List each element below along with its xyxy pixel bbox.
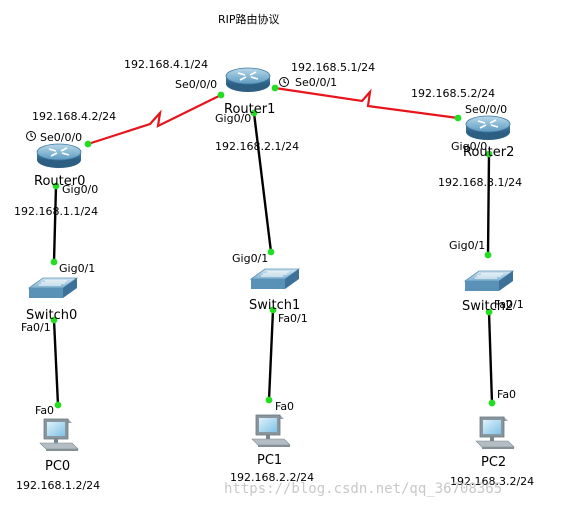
- port-dots: [50, 84, 496, 409]
- router2-gig-ip-label: 192.168.3.1/24: [438, 176, 522, 189]
- eth-link-router2-switch2: [486, 153, 491, 256]
- switch0-name-label: Switch0: [26, 308, 77, 323]
- router2-gig-port-label: Gig0/0: [451, 140, 487, 153]
- router1-se0-ip-label: 192.168.4.1/24: [124, 58, 208, 71]
- port-dot: [52, 182, 60, 190]
- pc1-ip-label: 192.168.2.2/24: [230, 471, 314, 484]
- clock-icon: [26, 131, 36, 141]
- pc0-ip-label: 192.168.1.2/24: [16, 479, 100, 492]
- pc0-name-label: PC0: [45, 459, 70, 474]
- clock-icon: [279, 77, 289, 87]
- switch1-name-label: Switch1: [249, 298, 300, 313]
- router0-se-ip-label: 192.168.4.2/24: [32, 110, 116, 123]
- router1-gig-ip-label: 192.168.2.1/24: [215, 140, 299, 153]
- router2-name-label: Router2: [463, 145, 514, 160]
- pc2-icon[interactable]: [475, 416, 515, 450]
- router1-se0-port-label: Se0/0/0: [175, 78, 217, 91]
- port-dot: [488, 399, 496, 407]
- eth-link-router0-switch0: [52, 185, 58, 263]
- router1-se1-port-label: Se0/0/1: [295, 76, 337, 89]
- pc1-icon[interactable]: [251, 414, 291, 448]
- watermark-text: https://blog.csdn.net/qq_36708365: [224, 481, 502, 497]
- pc2-ip-label: 192.168.3.2/24: [450, 475, 534, 488]
- port-dot: [271, 84, 279, 92]
- switch1-icon[interactable]: [250, 268, 300, 290]
- port-dot: [50, 258, 58, 266]
- router0-gig-port-label: Gig0/0: [62, 183, 98, 196]
- pc1-name-label: PC1: [257, 453, 282, 468]
- pc0-icon[interactable]: [39, 418, 79, 452]
- router0-name-label: Router0: [34, 174, 85, 189]
- eth-link-switch0-pc0: [52, 319, 60, 406]
- router2-se-port-label: Se0/0/0: [465, 103, 507, 116]
- port-dot: [54, 401, 62, 409]
- switch1-fa-port-label: Fa0/1: [278, 312, 308, 325]
- switch0-icon[interactable]: [28, 277, 78, 299]
- port-dot: [454, 114, 462, 122]
- eth-link-router1-switch1: [252, 112, 273, 253]
- switch0-fa-port-label: Fa0/1: [21, 321, 51, 334]
- serial-link-router1-router2: [274, 86, 459, 120]
- port-dot: [269, 306, 277, 314]
- serial-link-router0-router1: [87, 94, 222, 146]
- diagram-title: RIP路由协议: [218, 12, 280, 26]
- router1-gig-port-label: Gig0/0: [215, 112, 251, 125]
- eth-link-switch2-pc2: [487, 311, 494, 404]
- router1-se1-ip-label: 192.168.5.1/24: [291, 61, 375, 74]
- port-dot: [84, 140, 92, 148]
- pc1-port-label: Fa0: [275, 400, 294, 413]
- router1-icon[interactable]: [225, 67, 271, 93]
- port-dot: [217, 91, 225, 99]
- pc0-port-label: Fa0: [35, 404, 54, 417]
- switch1-gig-port-label: Gig0/1: [232, 252, 268, 265]
- router2-icon[interactable]: [465, 115, 511, 141]
- switch2-icon[interactable]: [464, 270, 514, 292]
- eth-link-switch1-pc1: [267, 309, 275, 401]
- pc2-port-label: Fa0: [497, 388, 516, 401]
- port-dot: [484, 251, 492, 259]
- router2-se-ip-label: 192.168.5.2/24: [411, 87, 495, 100]
- router0-gig-ip-label: 192.168.1.1/24: [14, 205, 98, 218]
- switch0-gig-port-label: Gig0/1: [59, 262, 95, 275]
- switch2-gig-port-label: Gig0/1: [449, 239, 485, 252]
- port-dot: [485, 150, 493, 158]
- router0-se-port-label: Se0/0/0: [40, 131, 82, 144]
- router0-icon[interactable]: [36, 143, 82, 169]
- port-dot: [265, 396, 273, 404]
- port-dot: [267, 248, 275, 256]
- switch2-fa-port-label: Fa0/1: [494, 298, 524, 311]
- port-dot: [485, 308, 493, 316]
- pc2-name-label: PC2: [481, 455, 506, 470]
- port-dot: [50, 316, 58, 324]
- router1-name-label: Router1: [224, 102, 275, 117]
- switch2-name-label: Switch2: [462, 299, 513, 314]
- port-dot: [250, 109, 258, 117]
